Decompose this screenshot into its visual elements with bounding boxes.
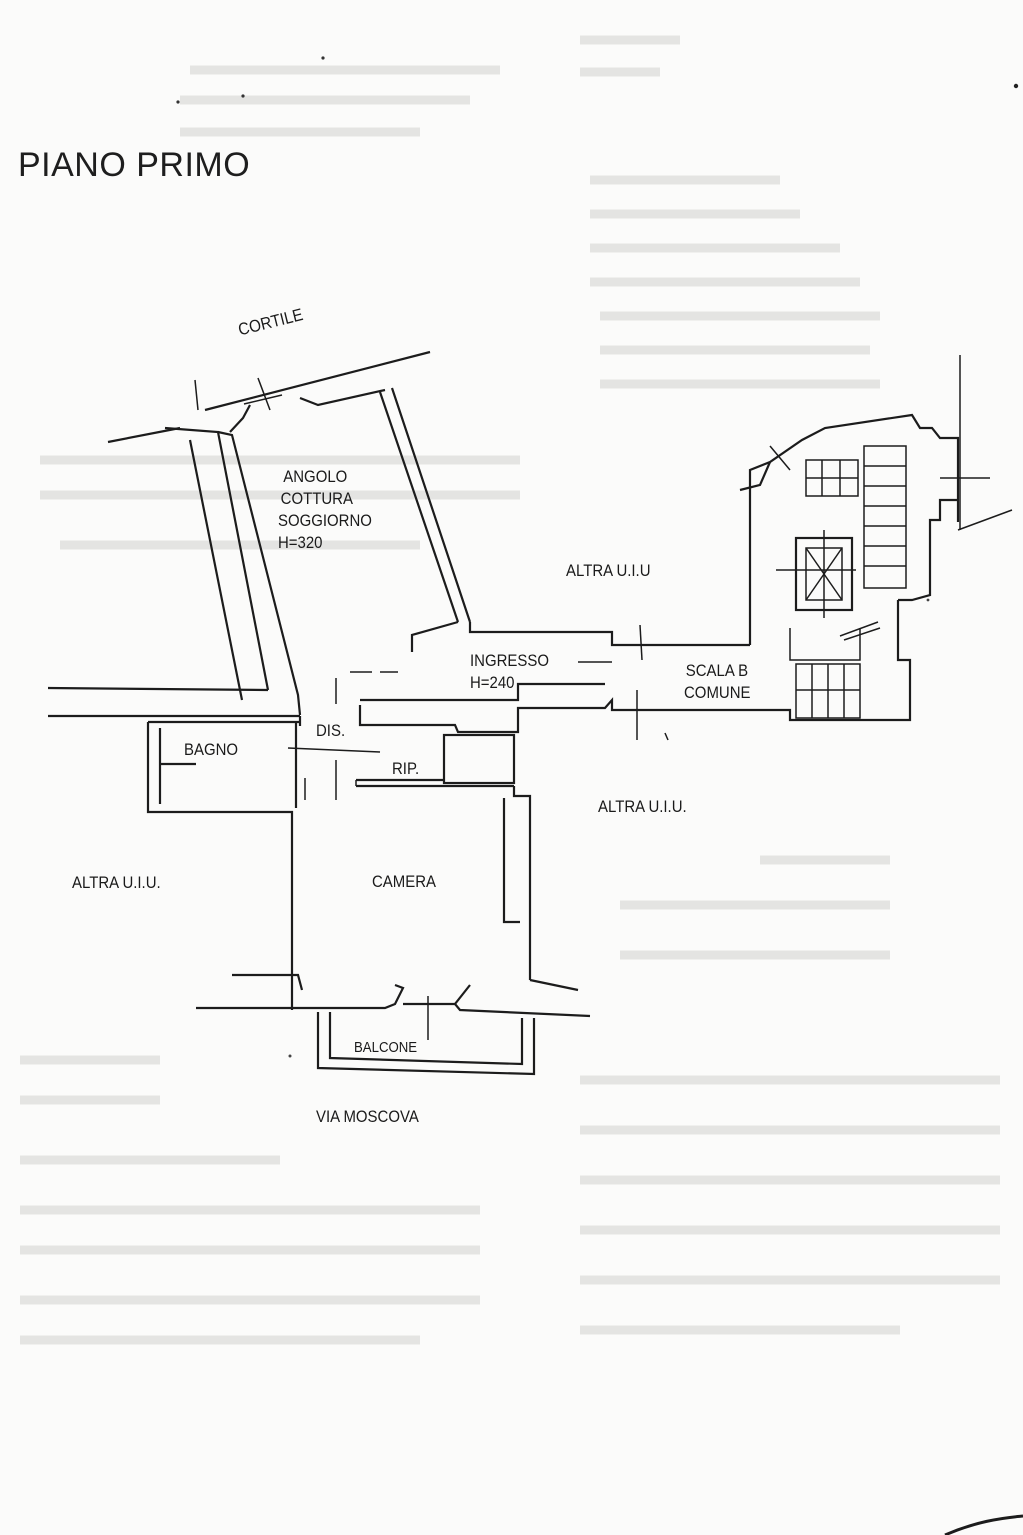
label-bagno: BAGNO xyxy=(184,740,239,759)
label-dis: DIS. xyxy=(316,721,346,740)
label-angolo-height: H=320 xyxy=(278,533,323,552)
living-room-right-wall xyxy=(378,387,620,652)
label-ingresso-height: H=240 xyxy=(470,673,515,692)
label-ingresso-name: INGRESSO xyxy=(470,651,549,670)
label-camera: CAMERA xyxy=(372,872,437,891)
label-cottura: COTTURA xyxy=(280,489,353,508)
label-scala: SCALA B xyxy=(685,661,749,680)
storage-walls xyxy=(355,733,516,788)
bedroom-walls xyxy=(196,786,591,1040)
floor-title: PIANO PRIMO xyxy=(18,146,251,184)
label-altra-uiu-top: ALTRA U.I.U xyxy=(566,561,651,580)
label-comune: COMUNE xyxy=(684,683,751,702)
left-corridor-walls xyxy=(47,686,302,726)
label-angolo-cottura-soggiorno: ANGOLO COTTURA SOGGIORNO H=320 xyxy=(278,466,372,554)
balcony-outline xyxy=(316,1012,536,1076)
courtyard-boundary xyxy=(107,350,431,444)
label-ingresso: INGRESSO H=240 xyxy=(470,650,549,694)
label-altra-uiu-left: ALTRA U.I.U. xyxy=(72,873,161,892)
label-balcone: BALCONE xyxy=(354,1039,418,1056)
label-scala-comune: SCALA B COMUNE xyxy=(684,660,750,704)
stair-core xyxy=(739,355,1013,722)
living-room-left-wall xyxy=(164,426,302,716)
bathroom-walls xyxy=(146,722,298,1010)
label-soggiorno: SOGGIORNO xyxy=(278,511,372,530)
label-altra-uiu-right: ALTRA U.I.U. xyxy=(598,797,687,816)
label-angolo: ANGOLO xyxy=(283,467,348,486)
bleed-through-marks xyxy=(20,35,1000,1345)
label-via-moscova: VIA MOSCOVA xyxy=(316,1107,419,1126)
specks xyxy=(176,56,1019,1058)
corner-mark xyxy=(944,1514,1023,1535)
entrance-corridor-walls xyxy=(358,624,750,741)
label-rip: RIP. xyxy=(392,759,420,778)
